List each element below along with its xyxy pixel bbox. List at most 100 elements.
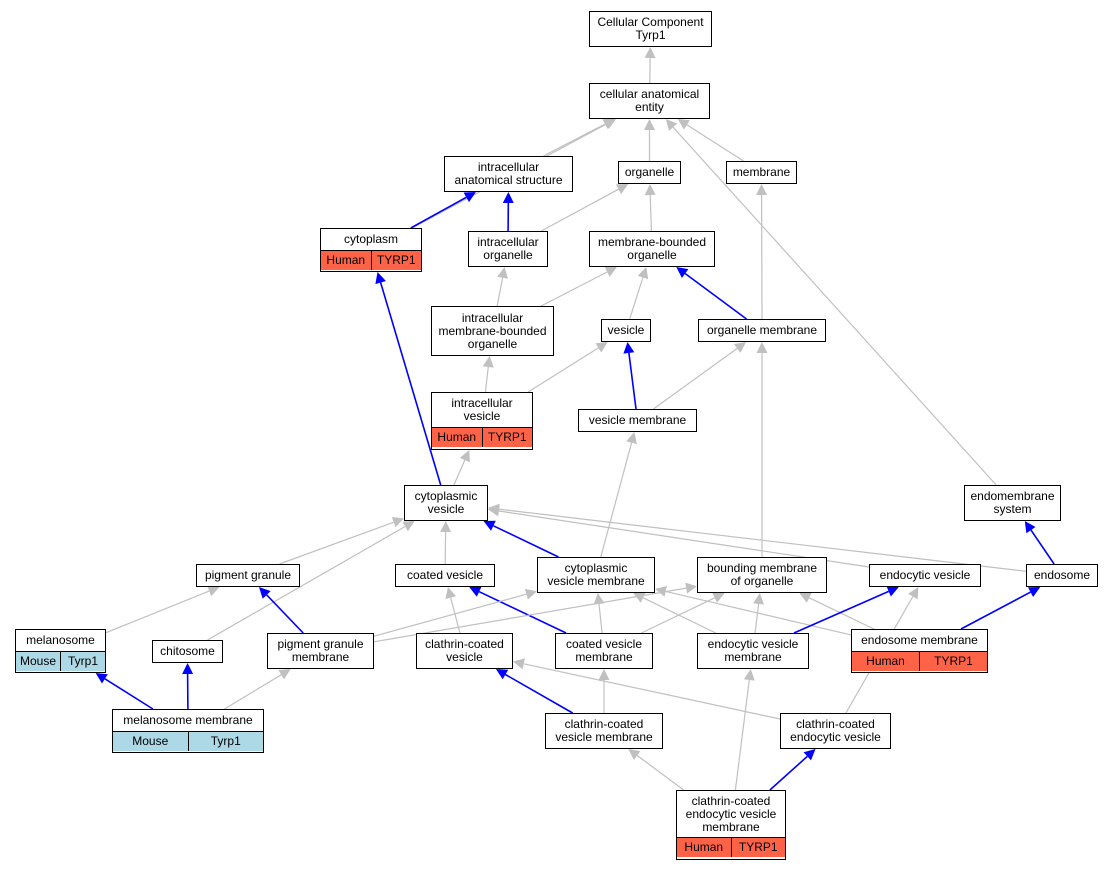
arrowhead-endm-bmo bbox=[799, 592, 812, 603]
node-label: pigment granule bbox=[204, 568, 292, 582]
node-label: membrane-bounded organelle bbox=[597, 235, 707, 262]
node-label: endocytic vesicle membrane bbox=[707, 637, 799, 664]
edge-io-org bbox=[541, 188, 619, 232]
node-label: organelle bbox=[624, 165, 675, 179]
node-label: pigment granule membrane bbox=[277, 637, 364, 664]
edge-imbo-mbo bbox=[540, 271, 608, 307]
node-org[interactable]: organelle bbox=[618, 161, 681, 184]
edge-vm-om bbox=[653, 347, 738, 410]
node-pgm[interactable]: pigment granule membrane bbox=[267, 633, 374, 669]
arrowhead-chit-cv bbox=[402, 521, 415, 532]
node-label: vesicle bbox=[607, 323, 645, 337]
edge-covm-coat bbox=[478, 590, 567, 634]
annotation-species: Human bbox=[677, 838, 731, 857]
edge-ecvm-ecv bbox=[793, 590, 890, 634]
node-label: cytoplasmic vesicle membrane bbox=[547, 561, 645, 588]
edge-pgm-cvm bbox=[373, 593, 527, 637]
node-covm[interactable]: coated vesicle membrane bbox=[555, 633, 653, 669]
node-label: cellular anatomical entity bbox=[599, 87, 700, 114]
node-ecv[interactable]: endocytic vesicle bbox=[869, 564, 981, 587]
node-label: bounding membrane of organelle bbox=[706, 561, 818, 588]
node-label: membrane bbox=[732, 165, 791, 179]
node-ecvm[interactable]: endocytic vesicle membrane bbox=[697, 633, 809, 669]
node-ccvm[interactable]: clathrin-coated vesicle membrane bbox=[545, 713, 663, 749]
node-ems[interactable]: endomembrane system bbox=[964, 485, 1061, 521]
arrowhead-bmo-om bbox=[756, 342, 768, 353]
node-label: cytoplasmic vesicle bbox=[414, 489, 478, 516]
arrowhead-cae-root bbox=[644, 47, 656, 59]
edge-iv-imbo bbox=[484, 366, 489, 393]
edge-mem-cae bbox=[686, 124, 744, 162]
arrowhead-ems-cae bbox=[665, 119, 678, 131]
node-endo[interactable]: endosome bbox=[1026, 564, 1098, 587]
arrowhead-endo-cv bbox=[488, 503, 500, 515]
arrowhead-melm-mel bbox=[95, 673, 108, 684]
arrowhead-vm-ves bbox=[623, 342, 635, 354]
node-ias[interactable]: intracellular anatomical structure bbox=[444, 156, 573, 192]
annotation-species: Mouse bbox=[16, 652, 60, 671]
node-mem[interactable]: membrane bbox=[726, 161, 797, 184]
node-pg[interactable]: pigment granule bbox=[196, 564, 300, 587]
node-root[interactable]: Cellular Component Tyrp1 bbox=[589, 11, 712, 47]
arrowhead-mem-cae bbox=[677, 119, 690, 130]
node-label: endocytic vesicle bbox=[879, 568, 971, 582]
node-ccev[interactable]: clathrin-coated endocytic vesicle bbox=[780, 713, 891, 749]
edge-iv-ves bbox=[527, 347, 599, 393]
edge-ccv-coat bbox=[450, 597, 461, 634]
node-chit[interactable]: chitosome bbox=[152, 640, 223, 663]
edge-vm-ves bbox=[628, 352, 637, 410]
node-cvm[interactable]: cytoplasmic vesicle membrane bbox=[537, 557, 655, 593]
node-label: intracellular vesicle bbox=[451, 396, 513, 423]
edge-cv-iv bbox=[453, 459, 466, 486]
edge-ccvm-ccv bbox=[505, 673, 573, 714]
node-cv[interactable]: cytoplasmic vesicle bbox=[404, 485, 488, 521]
arrowhead-pgm-bmo bbox=[685, 582, 697, 594]
node-label: chitosome bbox=[160, 644, 215, 658]
node-coat[interactable]: coated vesicle bbox=[395, 564, 495, 587]
edge-endm-cvm bbox=[665, 590, 852, 636]
node-bmo[interactable]: bounding membrane of organelle bbox=[697, 557, 827, 593]
arrowhead-io-org bbox=[615, 184, 629, 195]
arrowhead-melm-chit bbox=[182, 663, 194, 674]
node-ccv[interactable]: clathrin-coated vesicle bbox=[416, 633, 513, 669]
edge-ias-cae bbox=[543, 123, 606, 157]
arrowhead-ccvm-covm bbox=[598, 669, 610, 680]
edge-ccevm-ecvm bbox=[734, 679, 750, 791]
edge-pg-cv bbox=[279, 521, 394, 565]
edge-endo-cv bbox=[498, 508, 1027, 572]
annotation-gene: TYRP1 bbox=[370, 251, 421, 270]
annotation-gene: TYRP1 bbox=[481, 428, 532, 447]
arrowhead-cv-iv bbox=[459, 450, 470, 463]
arrowhead-cvm-vm bbox=[626, 432, 637, 445]
arrowhead-melm-pgm bbox=[278, 669, 291, 680]
node-cae[interactable]: cellular anatomical entity bbox=[589, 83, 710, 119]
node-imbo[interactable]: intracellular membrane-bounded organelle bbox=[431, 306, 554, 356]
arrowhead-org-cae bbox=[644, 119, 655, 130]
node-label: coated vesicle bbox=[406, 568, 484, 582]
arrowhead-vm-om bbox=[734, 342, 747, 353]
node-om[interactable]: organelle membrane bbox=[698, 319, 826, 342]
edge-ccev-ccv bbox=[523, 663, 781, 720]
arrowhead-io-ias bbox=[502, 192, 514, 203]
arrowhead-ccevm-ecvm bbox=[743, 669, 755, 681]
node-mbo[interactable]: membrane-bounded organelle bbox=[589, 231, 715, 267]
arrowhead-endo-ems bbox=[1024, 521, 1036, 534]
annotation-species: Mouse bbox=[113, 732, 188, 751]
node-io[interactable]: intracellular organelle bbox=[468, 231, 548, 267]
arrowhead-ccvm-ccv bbox=[495, 669, 509, 680]
node-vm[interactable]: vesicle membrane bbox=[578, 409, 697, 432]
arrowhead-ccv-coat bbox=[445, 587, 456, 599]
edge-endm-endo bbox=[960, 591, 1031, 630]
node-ccevm[interactable]: clathrin-coated endocytic vesicle membra… bbox=[676, 790, 786, 860]
node-ves[interactable]: vesicle bbox=[601, 319, 651, 342]
edge-mel-pg bbox=[105, 590, 210, 634]
arrowhead-mbo-org bbox=[644, 184, 656, 196]
